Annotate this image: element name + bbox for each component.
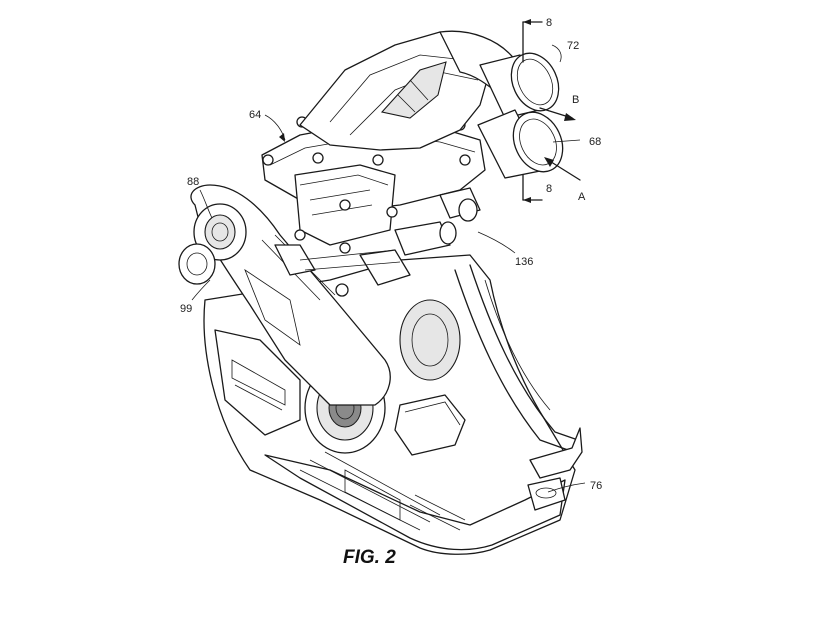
leader-lines bbox=[191, 44, 586, 493]
label-a: A bbox=[578, 191, 586, 203]
label-136: 136 bbox=[515, 256, 533, 268]
label-72: 72 bbox=[567, 40, 579, 52]
figure-caption: FIG. 2 bbox=[343, 547, 396, 568]
intake-plenum bbox=[299, 30, 516, 151]
side-arm-88 bbox=[190, 184, 391, 406]
label-68: 68 bbox=[589, 136, 601, 148]
lower-cover bbox=[214, 329, 301, 436]
label-8-top: 8 bbox=[546, 17, 552, 29]
tube-ring-72 bbox=[479, 52, 560, 119]
side-ring-99 bbox=[178, 243, 216, 285]
label-88: 88 bbox=[187, 176, 199, 188]
label-76: 76 bbox=[590, 480, 602, 492]
reference-labels: 8 72 B 68 A 8 64 88 99 136 76 bbox=[180, 17, 602, 492]
tube-ring-68 bbox=[477, 109, 564, 179]
label-99: 99 bbox=[180, 303, 192, 315]
label-64: 64 bbox=[249, 109, 261, 121]
label-b: B bbox=[572, 94, 579, 106]
flow-arrow-a bbox=[544, 157, 581, 181]
label-8-bottom: 8 bbox=[546, 183, 552, 195]
flow-arrow-b bbox=[539, 107, 576, 121]
section-line-8 bbox=[522, 19, 543, 203]
